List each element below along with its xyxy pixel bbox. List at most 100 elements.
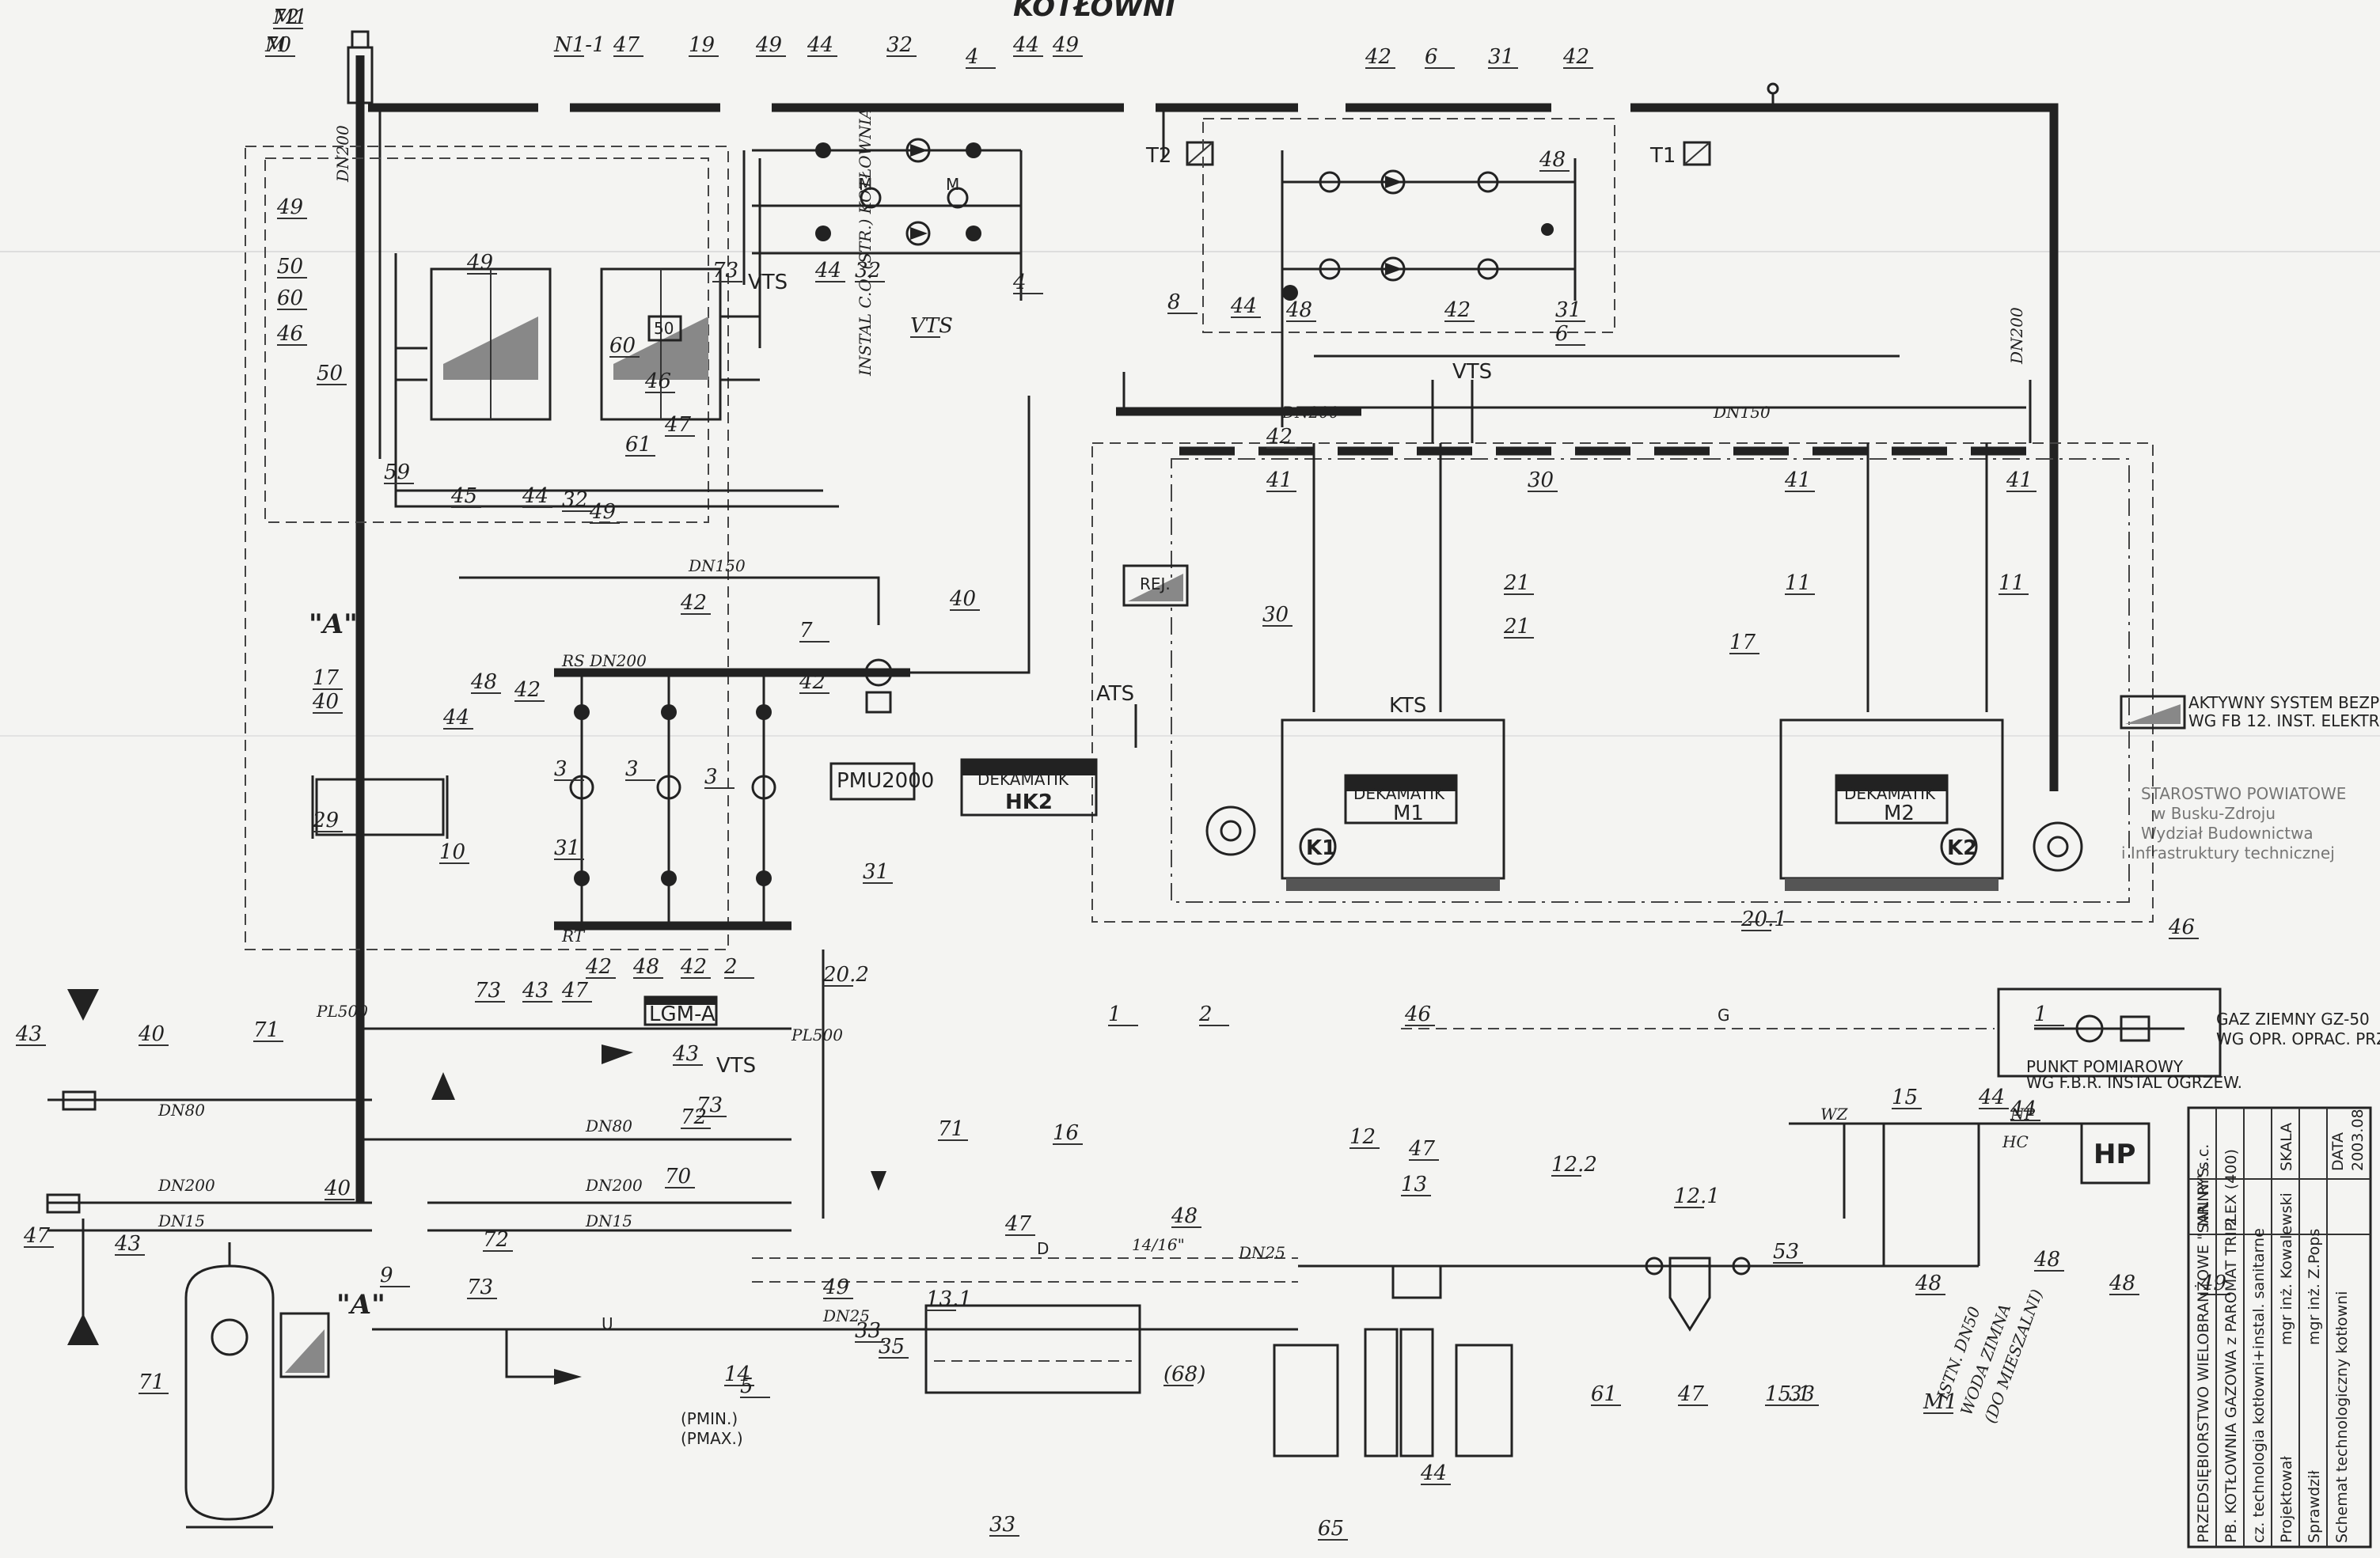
label-vts: VTS (716, 1054, 756, 1078)
callout-number: 44 (2010, 1097, 2036, 1121)
heat-exchanger-group: 50 (430, 267, 722, 421)
callout-number: 2 (723, 955, 738, 979)
callout-number: 41 (1266, 468, 1292, 492)
pipe-label: DN150 (688, 556, 746, 575)
callout-number: 43 (672, 1042, 699, 1066)
drawing-title: KOTŁOWNI (1013, 0, 1175, 23)
callout-number: 11 (1999, 571, 2025, 595)
note-measure-point-2: WG F.B.R. INSTAL OGRZEW. (2026, 1073, 2242, 1092)
callout-number: 50 (317, 362, 343, 385)
boiler-k1-label: K1 (1306, 836, 1336, 860)
dekamatik-m2-title: DEKAMATIK (1844, 784, 1936, 803)
tb-designer: mgr inż. Kowalewski (2278, 1192, 2295, 1345)
callout-number: 61 (625, 433, 651, 457)
callout-number: 72 (273, 6, 299, 29)
dekamatik-m2-model: M2 (1884, 802, 1915, 825)
pipe-label: DN200 (2007, 307, 2026, 365)
callout-number: 21 (1503, 571, 1530, 595)
stamp-line: i Infrastruktury technicznej (2121, 843, 2335, 862)
callout-number: 71 (139, 1370, 165, 1394)
callout-number: M1 (272, 6, 307, 29)
callout-number: 53 (1773, 1240, 1799, 1264)
callout-number: 49 (755, 33, 782, 57)
callout-number: 65 (1318, 1517, 1344, 1541)
callout-number: 42 (680, 591, 707, 615)
label-vts: VTS (748, 271, 788, 294)
callout-number: 6 (1425, 45, 1438, 69)
label-t1: T1 (1649, 144, 1676, 168)
callout-number: 61 (1591, 1382, 1617, 1406)
callout-number: 13.1 (926, 1287, 972, 1311)
gas-supply-box (1997, 987, 2222, 1078)
callout-number: 49 (276, 195, 303, 219)
pmu2000-label: PMU2000 (837, 769, 934, 793)
callout-number: 33 (855, 1319, 881, 1343)
callout-number: 15.1 (1765, 1382, 1811, 1406)
pump-group-left: M M (742, 138, 1023, 301)
callout-number: 31 (863, 860, 889, 884)
callout-number: 73 (712, 259, 738, 282)
callout-number: 73 (467, 1276, 493, 1299)
boundary-boiler-area (1091, 442, 2154, 923)
pipe-label: INSTAL C.O. (STR.) KOTŁOWNIA (856, 108, 875, 377)
pipe-label: D (1037, 1239, 1049, 1258)
callout-number: 15 (1892, 1086, 1918, 1109)
label-ats: ATS (1096, 682, 1134, 706)
pipe-label: G (1718, 1006, 1730, 1025)
callout-number: 44 (1978, 1086, 2005, 1109)
callout-number: 73 (697, 1094, 723, 1117)
tb-nr-label: NR. RYS. (2195, 1162, 2212, 1226)
dekamatik-hk2-title: DEKAMATIK (977, 770, 1069, 789)
callout-number: 47 (1408, 1137, 1436, 1161)
callout-number: 49 (822, 1276, 849, 1299)
callout-number: 31 (554, 836, 580, 860)
callout-number: 47 (1677, 1382, 1705, 1406)
dekamatik-m1-model: M1 (1393, 802, 1424, 825)
callout-number: 4 (965, 45, 979, 69)
callout-number: 5 (740, 1374, 753, 1398)
tb-checker: mgr inż. Z.Pops (2306, 1229, 2323, 1345)
pipe-label: DN200 (585, 1176, 643, 1195)
callout-number: 3 (625, 757, 639, 781)
callout-number: 48 (1285, 298, 1312, 322)
callout-number: 47 (561, 979, 589, 1003)
callout-number: 40 (312, 690, 339, 714)
callout-number: 47 (664, 413, 692, 437)
pipe-label: DN15 (585, 1211, 632, 1230)
tank-10 (311, 775, 449, 839)
callout-number: 70 (665, 1165, 691, 1188)
pipe-label: RT (561, 927, 586, 946)
callout-number: 31 (1488, 45, 1514, 69)
callout-number: 46 (1404, 1003, 1431, 1026)
callout-number: 42 (514, 678, 541, 702)
note-dim: 14/16" (1132, 1235, 1185, 1254)
tb-date-label: DATA (2329, 1132, 2347, 1171)
section-mark-a: "A" (309, 608, 358, 640)
tb-scale-label: SKALA (2278, 1123, 2295, 1171)
callout-number: 19 (689, 33, 715, 57)
note-gas: GAZ ZIEMNY GZ-50 (2216, 1010, 2370, 1029)
callout-number: 72 (483, 1228, 509, 1252)
hp-box: HP (2080, 1122, 2150, 1185)
expansion-vessel-9 (184, 1242, 275, 1529)
callout-number: 42 (585, 955, 612, 979)
callout-number: 49 (589, 500, 616, 524)
callout-number: 12 (1349, 1125, 1376, 1149)
callout-number: 30 (1262, 603, 1289, 627)
approval-stamp: STAROSTWO POWIATOWE w Busku-Zdroju Wydzi… (2121, 784, 2346, 862)
note-measure-point: PUNKT POMIAROWY (2026, 1057, 2184, 1076)
pipe-label: (PMAX.) (681, 1429, 743, 1448)
mixing-valve-7 (864, 658, 893, 687)
tb-company: PRZEDSIĘBIORSTWO WIELOBRANŻOWE "SANNY" s… (2194, 1144, 2212, 1543)
pipe-label: DN80 (585, 1116, 632, 1135)
callout-number: 49 (2200, 1272, 2226, 1295)
lgm-a-box: LGM-A (643, 995, 718, 1026)
tb-date: 2003.08 (2349, 1109, 2367, 1171)
callout-number: 33 (989, 1513, 1015, 1537)
stamp-line: w Busku-Zdroju (2153, 804, 2276, 823)
callout-number: 60 (609, 334, 636, 358)
callout-number: M (264, 33, 287, 57)
active-safety-box (2120, 695, 2186, 730)
